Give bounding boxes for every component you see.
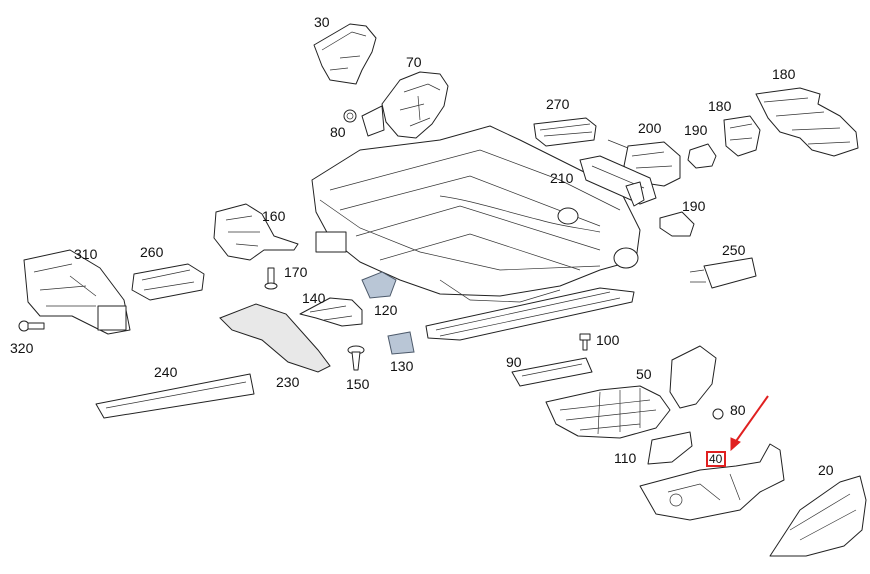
label-120: 120 <box>374 302 398 318</box>
part-90-trim <box>511 357 593 387</box>
label-30: 30 <box>314 14 330 30</box>
part-130-clip <box>387 331 415 355</box>
label-80: 80 <box>730 402 746 418</box>
label-230: 230 <box>276 374 300 390</box>
label-190: 190 <box>684 122 708 138</box>
label-100: 100 <box>596 332 620 348</box>
label-90: 90 <box>506 354 522 370</box>
label-180: 180 <box>772 66 796 82</box>
part-240-trim <box>95 373 255 419</box>
label-50: 50 <box>636 366 652 382</box>
label-70: 70 <box>406 54 422 70</box>
highlight-40 <box>706 395 769 467</box>
part-270-bracket <box>533 117 597 147</box>
label-80: 80 <box>330 124 346 140</box>
seat-rail <box>425 287 635 341</box>
part-190-connector-low <box>659 211 695 237</box>
label-150: 150 <box>346 376 370 392</box>
part-30-cover <box>313 23 377 85</box>
label-40: 40 <box>709 452 723 466</box>
label-240: 240 <box>154 364 178 380</box>
part-160-bracket <box>213 203 299 261</box>
part-260-sleeve <box>131 263 205 301</box>
part-310-cover <box>23 249 131 335</box>
part-150-fastener <box>347 345 365 371</box>
label-270: 270 <box>546 96 570 112</box>
seat-frame <box>311 125 641 303</box>
label-210: 210 <box>550 170 574 186</box>
part-100-screw <box>579 333 591 351</box>
label-250: 250 <box>722 242 746 258</box>
part-70-panel <box>361 71 449 139</box>
part-120-clip <box>361 271 397 299</box>
label-200: 200 <box>638 120 662 136</box>
part-230-cover <box>219 303 331 373</box>
label-140: 140 <box>302 290 326 306</box>
part-20-panel <box>769 475 867 557</box>
label-110: 110 <box>614 450 637 466</box>
label-170: 170 <box>284 264 308 280</box>
label-160: 160 <box>262 208 286 224</box>
part-50-support <box>545 345 717 439</box>
label-190: 190 <box>682 198 706 214</box>
part-80-nut-low <box>712 408 724 420</box>
part-170-pin <box>264 267 278 290</box>
part-140-bracket <box>299 297 363 327</box>
label-310: 310 <box>74 246 98 262</box>
label-320: 320 <box>10 340 34 356</box>
label-130: 130 <box>390 358 414 374</box>
part-80-nut-top <box>343 109 357 123</box>
label-20: 20 <box>818 462 834 478</box>
part-180-harness <box>755 87 859 157</box>
label-260: 260 <box>140 244 164 260</box>
part-250-harness <box>689 257 757 289</box>
part-110-cover <box>647 431 693 465</box>
part-190-connector-top <box>687 143 717 169</box>
part-40-side-cover <box>639 443 785 521</box>
part-320-screw <box>18 320 45 332</box>
part-210-cover <box>579 155 657 207</box>
part-180-clip <box>723 115 761 157</box>
label-180: 180 <box>708 98 732 114</box>
